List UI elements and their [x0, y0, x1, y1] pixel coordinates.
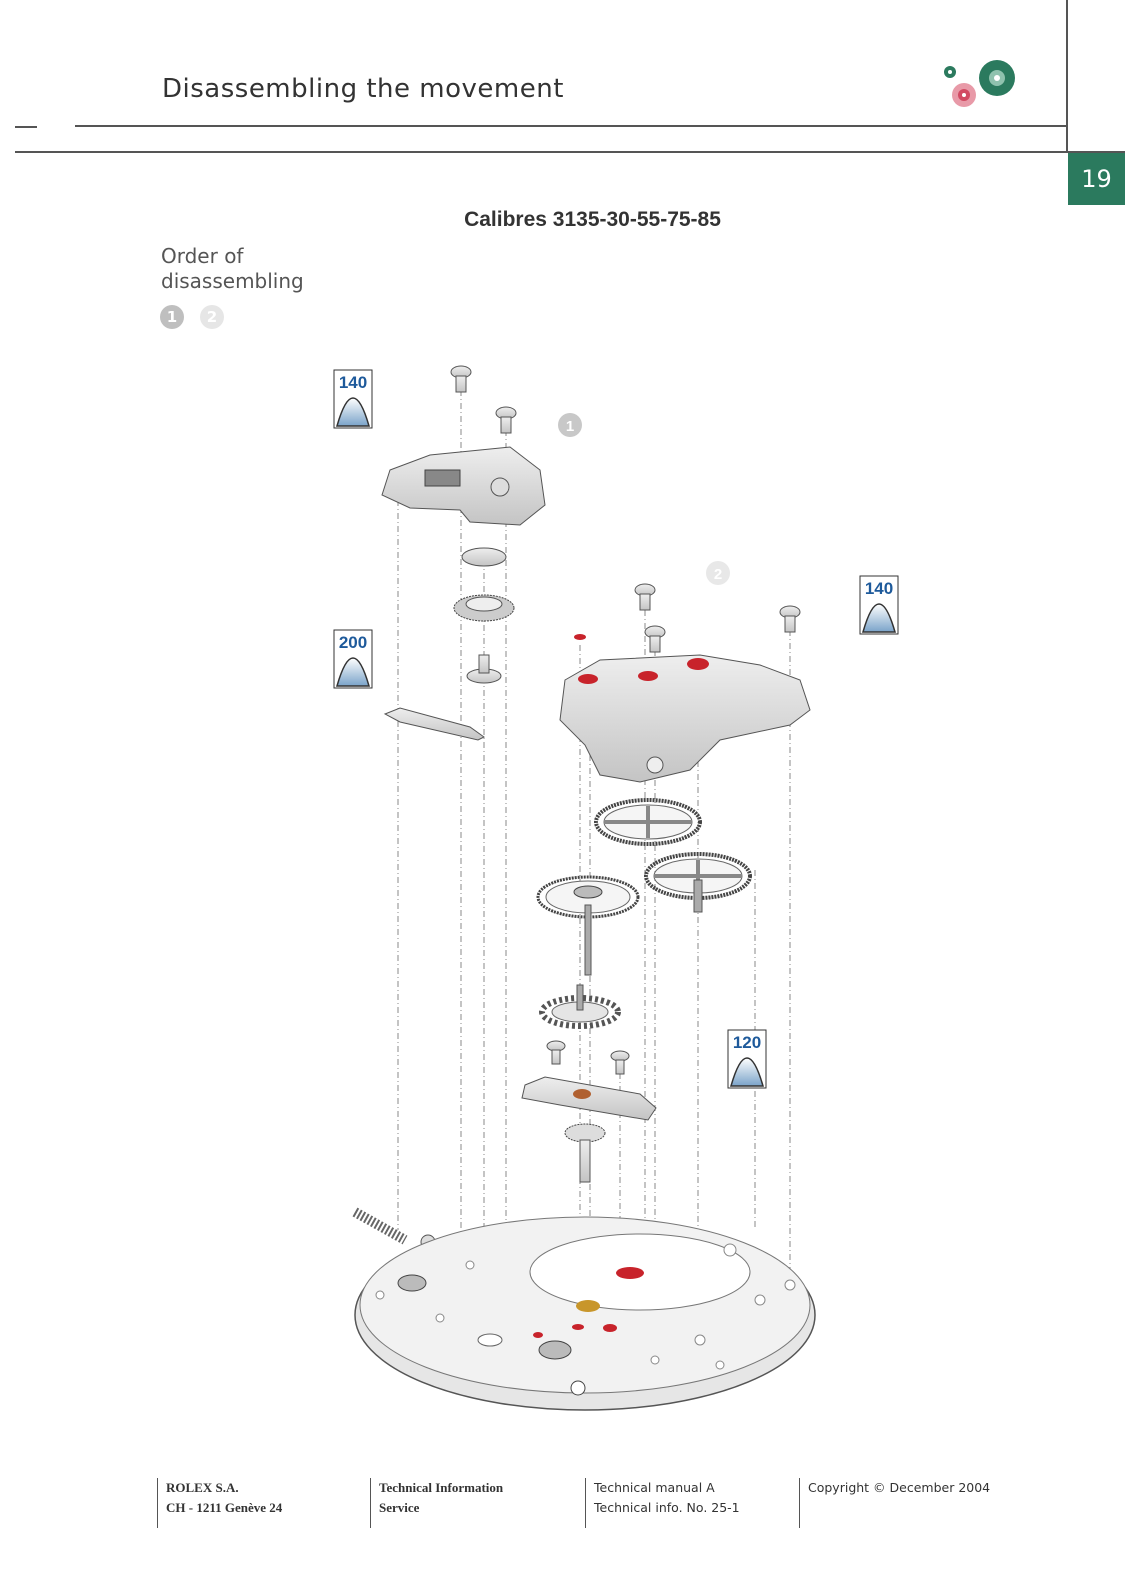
main-bridge: [559, 654, 811, 783]
gears-logo-icon: [944, 60, 1015, 107]
footer-service: Technical Information Service: [370, 1478, 503, 1528]
screw-icon: [644, 625, 666, 653]
spring-strip: [383, 707, 485, 741]
jewel: [533, 1332, 543, 1338]
footer-service-line1: Technical Information: [379, 1480, 504, 1495]
jewel: [574, 634, 586, 640]
screw-icon: [450, 365, 472, 393]
jewel: [603, 1324, 617, 1332]
pinion: [564, 1123, 606, 1183]
torque-label-120: 120: [727, 1029, 767, 1089]
pallet-bridge: [521, 1076, 657, 1121]
svg-text:1: 1: [566, 418, 574, 435]
svg-text:2: 2: [714, 566, 722, 583]
exploded-movement-diagram: 140 140 200 120 1 2: [333, 365, 899, 1411]
page-title: Disassembling the movement: [162, 74, 564, 104]
screw-icon: [546, 1040, 566, 1065]
screw-icon: [779, 605, 801, 633]
footer-manual: Technical manual A Technical info. No. 2…: [585, 1478, 740, 1528]
jewel: [572, 1324, 584, 1330]
footer-company-address: CH - 1211 Genève 24: [166, 1500, 283, 1515]
screws: [450, 365, 801, 1075]
step-marker-2: 2: [200, 305, 224, 329]
jewel: [638, 671, 658, 681]
escape-wheel: [539, 984, 621, 1029]
step-marker-1: 1: [160, 305, 184, 329]
bridge-engraving: [424, 469, 461, 487]
footer-company: ROLEX S.A. CH - 1211 Genève 24: [157, 1478, 282, 1528]
washer: [461, 547, 507, 567]
jewel: [576, 1300, 600, 1312]
jewel: [578, 674, 598, 684]
upper-bridge: [381, 446, 546, 526]
order-label-line2: disassembling: [161, 269, 304, 293]
footer-manual-line1: Technical manual A: [594, 1480, 715, 1495]
screw-icon: [634, 583, 656, 611]
section-heading: Calibres 3135-30-55-75-85: [464, 208, 721, 231]
jewel: [687, 658, 709, 670]
margin-line: [1066, 0, 1068, 153]
torque-label-140-right: 140: [859, 575, 899, 635]
torque-label-200: 200: [333, 629, 373, 689]
torque-value: 140: [865, 579, 893, 598]
diagram-marker-2: 2: [706, 561, 730, 585]
base-plate: [354, 1216, 816, 1411]
header-rule: [75, 125, 1067, 127]
diagram-marker-1: 1: [558, 413, 582, 437]
footer-copyright: Copyright © December 2004: [799, 1478, 990, 1528]
gear-wheel-3: [536, 875, 640, 976]
torque-value: 140: [339, 373, 367, 392]
footer-manual-line2: Technical info. No. 25-1: [594, 1500, 740, 1515]
jewel: [616, 1267, 644, 1279]
screw-icon: [495, 406, 517, 434]
footer-company-name: ROLEX S.A.: [166, 1480, 239, 1495]
order-label-line1: Order of: [161, 244, 244, 268]
torque-label-140-left: 140: [333, 369, 373, 429]
header-rule-lower: [15, 151, 1125, 153]
jewel: [573, 1089, 591, 1099]
torque-value: 120: [733, 1033, 761, 1052]
footer-copyright-line: Copyright © December 2004: [808, 1480, 991, 1495]
screw-icon: [610, 1050, 630, 1075]
gear-wheel-1: [594, 798, 702, 846]
footer-service-line2: Service: [379, 1500, 420, 1515]
header-dash: [15, 126, 37, 128]
gear-wheel-2: [644, 852, 752, 913]
order-label: Order of disassembling: [161, 244, 304, 294]
page-number-tab: 19: [1068, 153, 1125, 205]
torque-value: 200: [339, 633, 367, 652]
